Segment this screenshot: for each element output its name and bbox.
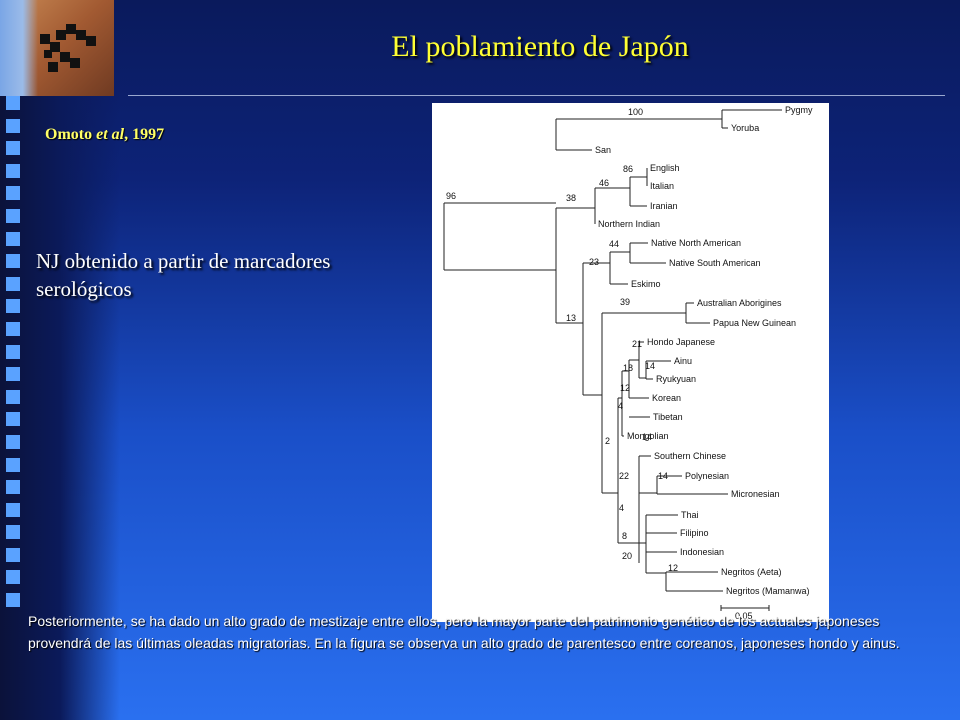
taxon-label: Mongolian [627, 431, 669, 441]
taxon-label: Native South American [669, 258, 761, 268]
decorative-squares [6, 96, 24, 616]
taxon-label: Micronesian [731, 489, 780, 499]
phylogenetic-tree: PygmyYorubaSanEnglishItalianIranianNorth… [443, 105, 813, 621]
footer-text: Posteriormente, se ha dado un alto grado… [28, 613, 900, 651]
taxon-label: Australian Aborigines [697, 298, 782, 308]
bootstrap-value: 4 [618, 401, 623, 411]
taxon-label: Negritos (Aeta) [721, 567, 782, 577]
slide-title: El poblamiento de Japón [391, 30, 689, 63]
bootstrap-value: 14 [642, 432, 652, 442]
taxon-label: Italian [650, 181, 674, 191]
taxon-label: Yoruba [731, 123, 759, 133]
bootstrap-value: 18 [623, 363, 633, 373]
taxon-label: Eskimo [631, 279, 661, 289]
bootstrap-value: 20 [622, 551, 632, 561]
taxon-label: Southern Chinese [654, 451, 726, 461]
taxon-label: Papua New Guinean [713, 318, 796, 328]
taxon-label: Thai [681, 510, 699, 520]
bootstrap-value: 96 [446, 191, 456, 201]
bootstrap-value: 86 [623, 164, 633, 174]
taxon-label: Polynesian [685, 471, 729, 481]
taxon-label: Iranian [650, 201, 678, 211]
bootstrap-value: 100 [628, 107, 643, 117]
bootstrap-value: 38 [566, 193, 576, 203]
taxon-label: Tibetan [653, 412, 683, 422]
bootstrap-value: 2 [605, 436, 610, 446]
bootstrap-value: 44 [609, 239, 619, 249]
taxon-label: Indonesian [680, 547, 724, 557]
taxon-label: English [650, 163, 680, 173]
bootstrap-value: 39 [620, 297, 630, 307]
taxon-label: Filipino [680, 528, 709, 538]
bootstrap-value: 14 [645, 361, 655, 371]
taxon-label: Northern Indian [598, 219, 660, 229]
tree-description: NJ obtenido a partir de marcadores serol… [36, 249, 331, 301]
taxon-label: Negritos (Mamanwa) [726, 586, 810, 596]
bootstrap-value: 23 [589, 257, 599, 267]
citation-etal: et al [96, 126, 125, 143]
bootstrap-value: 14 [658, 471, 668, 481]
bootstrap-value: 46 [599, 178, 609, 188]
bootstrap-value: 4 [619, 503, 624, 513]
taxon-label: Native North American [651, 238, 741, 248]
taxon-label: Korean [652, 393, 681, 403]
taxon-label: Pygmy [785, 105, 813, 115]
citation: Omoto et al, 1997 [45, 126, 164, 144]
bootstrap-value: 22 [619, 471, 629, 481]
title-rule [128, 95, 945, 96]
scale-bar-label: 0.05 [735, 611, 753, 621]
citation-year: , 1997 [124, 126, 165, 143]
left-decor-strip [0, 0, 120, 720]
taxon-label: San [595, 145, 611, 155]
bootstrap-value: 12 [668, 563, 678, 573]
bootstrap-value: 8 [622, 531, 627, 541]
taxon-label: Ryukyuan [656, 374, 696, 384]
bootstrap-value: 21 [632, 339, 642, 349]
taxon-label: Hondo Japanese [647, 337, 715, 347]
bootstrap-value: 12 [620, 383, 630, 393]
citation-author: Omoto [45, 126, 97, 143]
university-logo [0, 0, 114, 96]
taxon-label: Ainu [674, 356, 692, 366]
bootstrap-value: 13 [566, 313, 576, 323]
